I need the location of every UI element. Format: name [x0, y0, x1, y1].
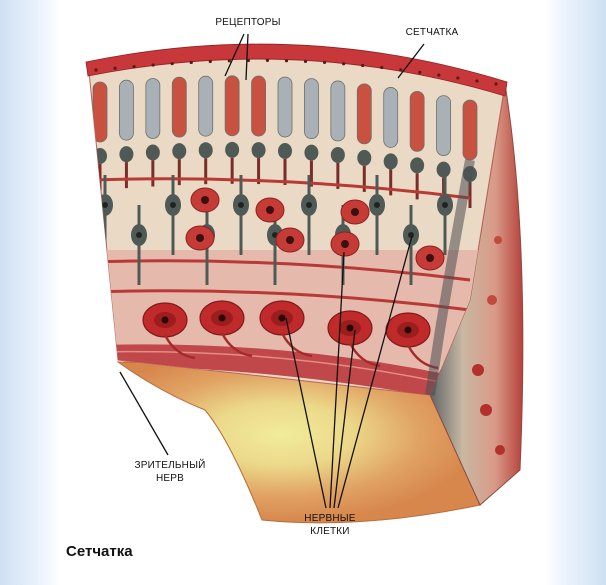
page-title: Сетчатка: [66, 543, 133, 560]
amacrine-cell: [331, 232, 359, 256]
amacrine-cell: [341, 200, 369, 224]
label-optic-nerve: ЗРИТЕЛЬНЫЙ НЕРВ: [110, 459, 230, 485]
label-receptors: РЕЦЕПТОРЫ: [198, 16, 298, 29]
label-nerve-cells: НЕРВНЫЕ КЛЕТКИ: [280, 512, 380, 538]
label-optic-nerve-line2: НЕРВ: [110, 472, 230, 485]
amacrine-cell: [256, 198, 284, 222]
amacrine-cell: [416, 246, 444, 270]
amacrine-cell: [191, 188, 219, 212]
amacrine-cell: [276, 228, 304, 252]
label-optic-nerve-line1: ЗРИТЕЛЬНЫЙ: [110, 459, 230, 472]
label-retina: СЕТЧАТКА: [392, 26, 472, 39]
label-nerve-cells-line1: НЕРВНЫЕ: [280, 512, 380, 525]
amacrine-cell: [186, 226, 214, 250]
label-nerve-cells-line2: КЛЕТКИ: [280, 525, 380, 538]
